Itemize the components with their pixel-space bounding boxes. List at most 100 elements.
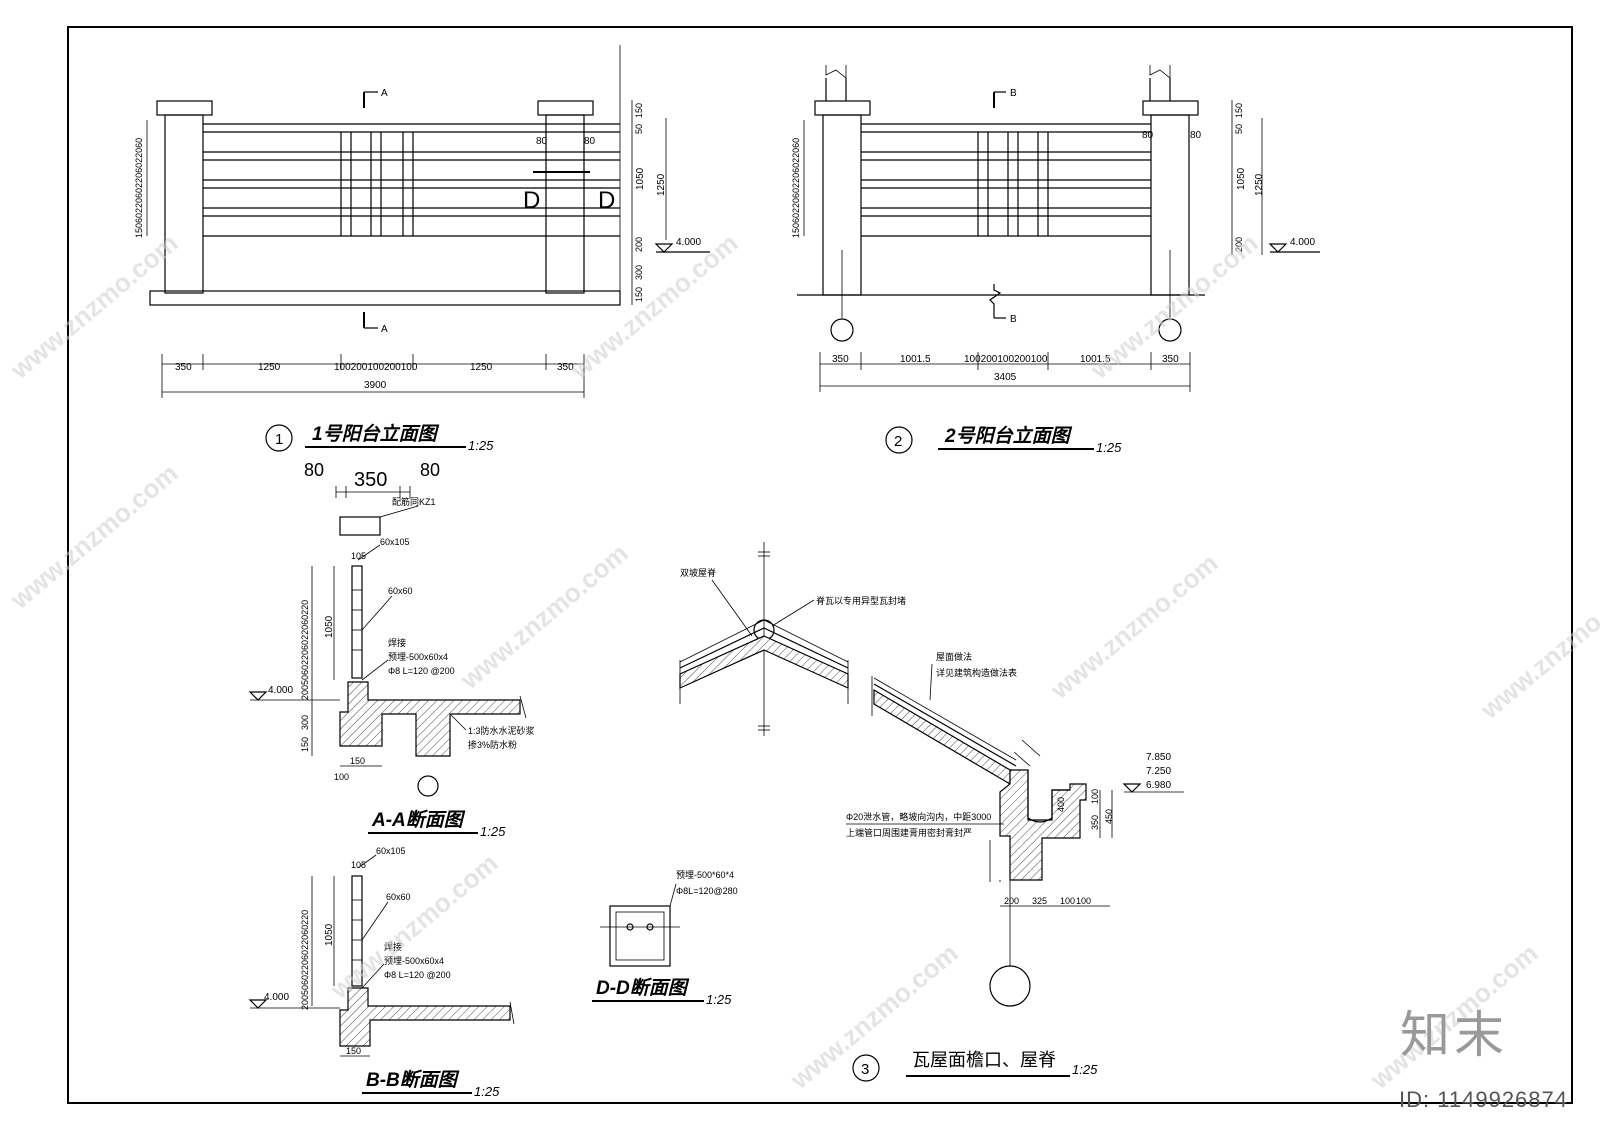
bb-left-dims: 20050602206022060220 [300,910,310,1010]
aa-dim-b100: 100 [334,772,349,782]
section-mark-d-left: D [523,187,540,214]
dd-note-bar: Φ8L=120@280 [676,886,738,896]
aa-note-kz1: 配筋同KZ1 [392,496,436,507]
aa-dim-300: 300 [300,715,310,730]
section-dd: 预埋-500*60*4 Φ8L=120@280 D-D断面图 1:25 [592,870,738,1007]
dim-80-b: 80 [584,136,596,147]
aa-note-60x60: 60x60 [388,586,413,596]
rdim2-150: 150 [1234,103,1244,118]
watermark-text: www.znzmo.com [564,228,744,386]
elevation-2-number: 2 [894,433,902,450]
section-mark-a-top: A [381,88,388,99]
elevation-1: A A D D 80 80 15060220602206022060 150 5… [134,45,710,453]
dd-title: D-D断面图 [596,977,690,999]
bdim-mid: 100200100200100 [334,362,418,373]
bdim-350b: 350 [557,362,574,373]
section-mark-b-top: B [1010,88,1017,99]
section-mark-d-right: D [598,187,615,214]
watermark-text: www.znzmo.com [1044,548,1224,706]
aa-note-weld: 焊接 [388,637,406,648]
aa-note-60x105: 60x105 [380,537,410,547]
roof-dim-200: 200 [1004,896,1019,906]
bb-note-weld: 焊接 [384,941,402,952]
bdim2-350b: 350 [1162,354,1179,365]
bb-scale: 1:25 [474,1084,500,1099]
left-dims-2: 15060220602206022060 [791,138,801,238]
aa-dim-105: 105 [351,551,366,561]
roof-note-ref: 详见建筑构造做法表 [936,667,1017,678]
roof-number: 3 [861,1061,869,1078]
aa-note-bar: Φ8 L=120 @200 [388,666,455,676]
bdim2-1001a: 1001.5 [900,354,931,365]
aa-dim-1050: 1050 [324,615,335,638]
aa-note-additive: 掺3%防水粉 [468,739,517,750]
roof-dim-400: 400 [1056,797,1066,812]
bb-level: 4.000 [264,992,289,1003]
aa-dim-350: 350 [354,469,387,491]
roof-dim-450: 450 [1104,809,1114,824]
watermark-text: www.znzmo.com [784,938,964,1096]
roof-dim-325: 325 [1032,896,1047,906]
rdim-300: 300 [634,265,644,280]
bdim2-1001b: 1001.5 [1080,354,1111,365]
rdim-200: 200 [634,237,644,252]
rdim-50: 50 [634,124,644,134]
watermark-text: www.znzmo.com [4,458,184,616]
elevation-2-title: 2号阳台立面图 [944,425,1073,447]
elevation-1-title: 1号阳台立面图 [312,423,440,445]
dim-80-a: 80 [536,136,548,147]
roof-note-ridge-tile: 脊瓦以专用异型瓦封堵 [816,595,906,606]
bb-note-plate: 预埋-500x60x4 [384,956,444,966]
roof-level-3: 6.980 [1146,780,1171,791]
section-aa: 80 350 80 配筋同KZ1 105 60x105 60x60 焊接 预埋-… [248,460,535,839]
section-mark-a-bottom: A [381,324,388,335]
level-4000: 4.000 [676,237,701,248]
roof-dim-100b: 100 [1076,896,1091,906]
rdim2-200: 200 [1234,237,1244,252]
image-id: ID: 1149926874 [1399,1087,1568,1112]
bb-note-60x60: 60x60 [386,892,411,902]
roof-note-pipe: Φ20泄水管，略坡向沟内，中距3000 [846,811,991,822]
elevation-2: B B 80 80 15060220602206022060 150 50 10… [791,65,1320,455]
elevation-2-scale: 1:25 [1096,440,1122,455]
watermark-text: www.znzmo.com [454,538,634,696]
dd-scale: 1:25 [706,992,732,1007]
bb-note-bar: Φ8 L=120 @200 [384,970,451,980]
rdim2-50: 50 [1234,124,1244,134]
roof-scale: 1:25 [1072,1062,1098,1077]
bdim-1250b: 1250 [470,362,493,373]
bb-dim-105: 105 [351,860,366,870]
bb-title: B-B断面图 [366,1069,460,1091]
bdim2-mid: 100200100200100 [964,354,1048,365]
watermark-text: www.znzmo.com [1474,568,1600,726]
roof-note-method: 屋面做法 [936,651,972,662]
section-mark-b-bottom: B [1010,314,1017,325]
dim-80-d: 80 [1190,130,1202,141]
aa-dim-80a: 80 [304,460,324,480]
rdim2-1250: 1250 [1254,173,1265,196]
rdim-150: 150 [634,103,644,118]
rdim-1050: 1050 [635,167,646,190]
aa-note-mortar: 1:3防水水泥砂浆 [468,725,535,736]
brand-logo: 知末 [1400,1006,1508,1064]
roof-dim-350: 350 [1090,815,1100,830]
aa-left-dims: 20050602206022060220 [300,600,310,700]
roof-dim-100a: 100 [1060,896,1075,906]
aa-dim-b150: 150 [350,756,365,766]
bb-dim-b150: 150 [346,1046,361,1056]
roof-dim-100: 100 [1090,789,1100,804]
bdim2-350a: 350 [832,354,849,365]
aa-dim-150: 150 [300,737,310,752]
roof-title: 瓦屋面檐口、屋脊 [912,1050,1056,1070]
rdim-1250: 1250 [656,173,667,196]
dim-80-c: 80 [1142,130,1154,141]
dd-note-plate: 预埋-500*60*4 [676,870,734,880]
aa-note-plate: 预埋-500x60x4 [388,652,448,662]
section-bb: 105 60x105 60x60 焊接 预埋-500x60x4 Φ8 L=120… [248,846,515,1099]
rdim2-1050: 1050 [1236,167,1247,190]
bdim-total: 3900 [364,380,387,391]
aa-title: A-A断面图 [371,809,466,831]
bdim2-total: 3405 [994,372,1017,383]
watermark-text: www.znzmo.com [324,848,504,1006]
